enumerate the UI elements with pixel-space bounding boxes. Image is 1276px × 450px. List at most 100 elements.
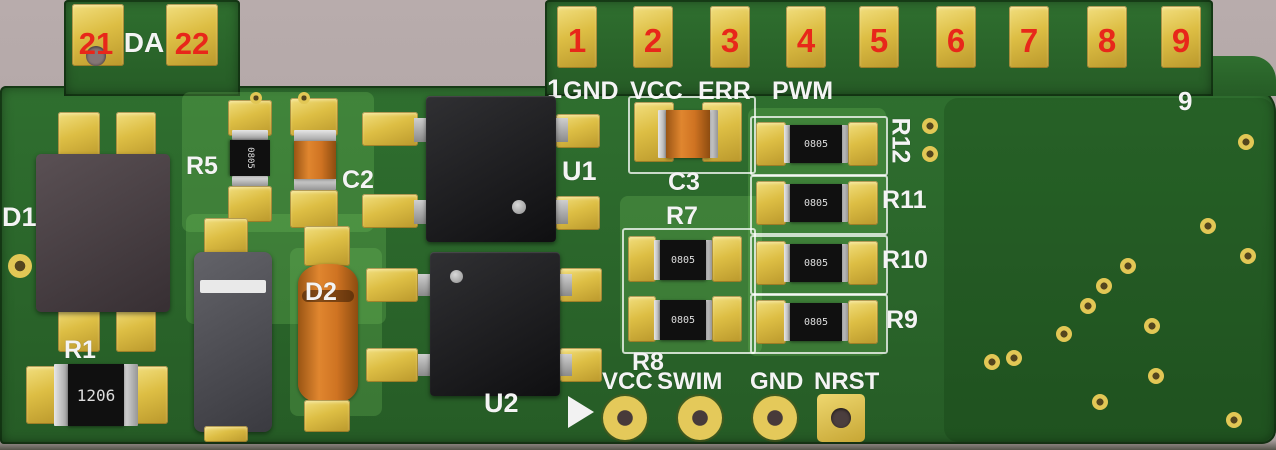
via	[250, 92, 262, 104]
r7-terminal	[654, 240, 662, 280]
c2-body	[294, 141, 336, 179]
pin-number-22: 22	[174, 26, 210, 61]
u1-body	[426, 96, 556, 242]
r12-body: 0805	[790, 125, 842, 163]
edge-pad-8	[1087, 6, 1127, 68]
r5-terminal	[232, 130, 268, 140]
refdes-r10: R10	[882, 246, 928, 274]
r11-terminal	[840, 184, 848, 222]
header-label-gnd: GND	[750, 368, 804, 395]
header-pin-nrst-hole	[831, 408, 851, 428]
via	[1200, 218, 1216, 234]
edge-pad-9	[1161, 6, 1201, 68]
tab-label-da: DA	[123, 27, 165, 58]
edge-pad-6	[936, 6, 976, 68]
r1-body: 1206	[68, 364, 124, 426]
r7-pad	[712, 236, 742, 282]
via	[922, 146, 938, 162]
u2-lead	[558, 274, 572, 296]
r10-terminal	[784, 244, 792, 282]
copper-pour	[182, 92, 374, 232]
board-bottom-edge	[0, 440, 1276, 450]
r12-terminal	[840, 125, 848, 163]
refdes-u1: U1	[562, 156, 597, 186]
d2-pad	[204, 426, 248, 442]
u1-lead	[554, 118, 568, 142]
refdes-r9: R9	[886, 306, 918, 334]
r10-terminal	[840, 244, 848, 282]
edge-pad-7	[1009, 6, 1049, 68]
r7-terminal	[704, 240, 712, 280]
pin-number-7: 7	[1019, 22, 1039, 59]
d1-pad	[58, 306, 100, 352]
r1-terminal	[122, 364, 138, 426]
r7-body: 0805	[660, 240, 706, 280]
r7r8-silk-outline	[622, 228, 756, 354]
d1-pad	[116, 112, 156, 160]
pin-number-21: 21	[78, 26, 114, 61]
r8-terminal	[704, 300, 712, 340]
signal-label-pwm: PWM	[772, 77, 834, 105]
r7-pad	[628, 236, 656, 282]
r5-terminal	[232, 176, 268, 186]
r8-pad	[628, 296, 656, 342]
d2-pad	[204, 218, 248, 256]
c3-terminal	[658, 110, 668, 158]
c3-silk-outline	[628, 96, 756, 174]
r1-terminal	[54, 364, 70, 426]
pin-number-6: 6	[946, 22, 966, 59]
header-pin-vcc	[603, 396, 647, 440]
r1-pad	[134, 366, 168, 424]
edge-pad-3	[710, 6, 750, 68]
u2-lead	[418, 274, 432, 296]
u2-pin1-dot	[450, 270, 463, 283]
pin-number-4: 4	[796, 22, 816, 59]
r11-pad	[756, 181, 786, 225]
refdes-r7: R7	[666, 202, 698, 230]
refdes-d2: D2	[305, 278, 337, 306]
via	[922, 118, 938, 134]
bank-silk-outline	[750, 175, 888, 235]
refdes-r11: R11	[882, 186, 927, 214]
signal-label-gnd: GND	[563, 77, 619, 105]
via	[1080, 298, 1096, 314]
r9-terminal	[840, 303, 848, 341]
r12-terminal	[784, 125, 792, 163]
header-label-swim: SWIM	[657, 368, 723, 395]
refdes-r1: R1	[64, 336, 96, 364]
u1-pad	[362, 112, 418, 146]
r8-body: 0805	[660, 300, 706, 340]
d2-cap-band	[302, 290, 354, 302]
r10-pad	[848, 241, 878, 285]
pcb-board-corner	[1208, 56, 1276, 96]
corner-label-9: 9	[1178, 86, 1193, 116]
via	[1148, 368, 1164, 384]
u2-pad	[366, 348, 418, 382]
pin-number-1: 1	[567, 22, 587, 59]
c2-pad	[290, 190, 338, 228]
via	[1226, 412, 1242, 428]
edge-pad-1	[557, 6, 597, 68]
c3-body	[666, 110, 710, 158]
via	[8, 254, 32, 278]
via	[298, 92, 310, 104]
d2-slab-stripe	[200, 280, 266, 293]
bank-silk-outline	[750, 294, 888, 354]
edge-pad-2	[633, 6, 673, 68]
via	[1238, 134, 1254, 150]
d2-cap-pad	[304, 400, 350, 432]
refdes-r5: R5	[186, 152, 218, 180]
via	[1240, 248, 1256, 264]
d2-slab-body	[194, 252, 272, 432]
pin-number-3: 3	[720, 22, 740, 59]
u2-lead	[418, 354, 432, 376]
header-pin-nrst	[817, 394, 865, 442]
d2-cap-pad	[304, 226, 350, 266]
via	[1096, 278, 1112, 294]
d1-pad	[58, 112, 100, 160]
pin1-arrow-icon	[568, 396, 594, 428]
pin-number-5: 5	[869, 22, 889, 59]
r11-terminal	[784, 184, 792, 222]
d1-body	[36, 154, 170, 312]
